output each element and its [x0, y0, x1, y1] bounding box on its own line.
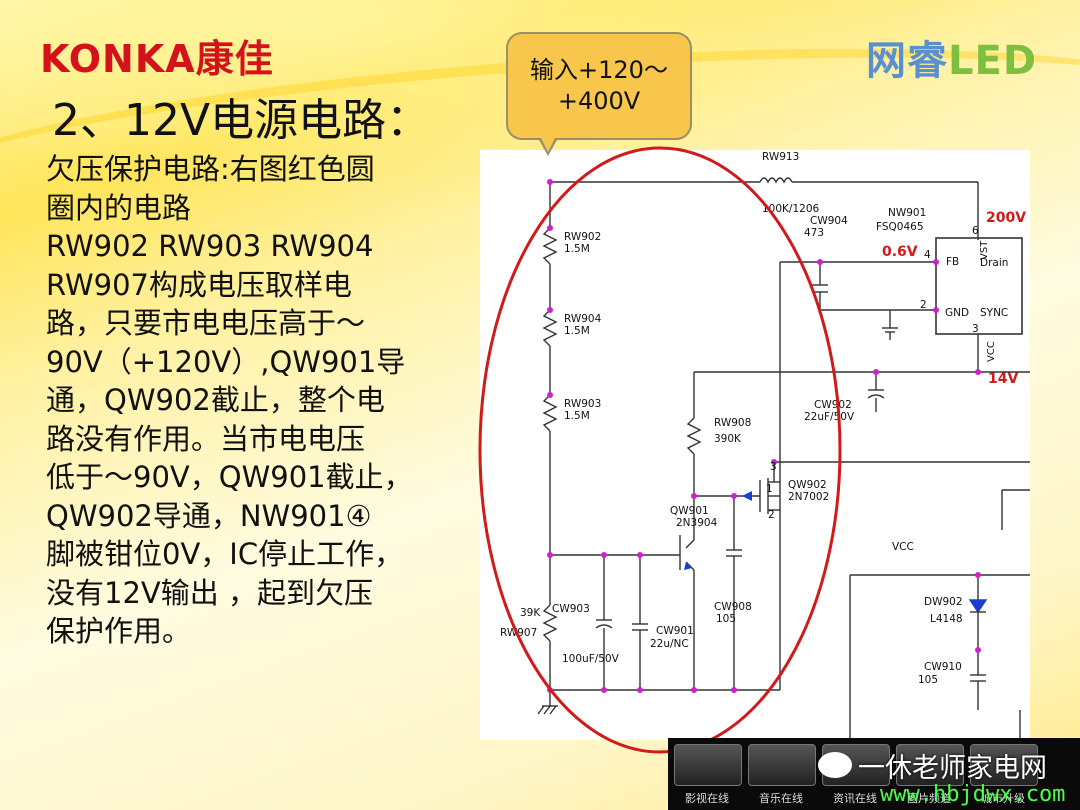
- label-sync: SYNC: [980, 307, 1008, 319]
- label-cw902-value: 22uF/50V: [804, 411, 855, 423]
- tile-label: 影视在线: [685, 792, 729, 805]
- label-gnd: GND: [945, 307, 969, 319]
- label-nw901: NW901: [888, 207, 926, 219]
- label-cw908: CW908: [714, 601, 752, 613]
- body-line: 路，只要市电电压高于～: [46, 306, 366, 340]
- slide-body: 欠压保护电路:右图红色圆 圈内的电路 RW902 RW903 RW904 RW9…: [46, 150, 476, 651]
- wangrui-led-logo: 网睿LED: [866, 38, 1038, 84]
- label-cw902: CW902: [814, 399, 852, 411]
- label-pin2: 2: [920, 299, 927, 311]
- label-node-2: 2: [768, 509, 775, 521]
- label-rw903-value: 1.5M: [564, 410, 590, 422]
- watermark-text: 一休老师家电网: [858, 753, 1047, 784]
- label-cw910-value: 105: [918, 674, 938, 686]
- body-line: 保护作用。: [46, 614, 192, 648]
- label-rw904: RW904: [564, 313, 602, 325]
- body-line: 欠压保护电路:右图红色圆: [46, 152, 375, 186]
- body-line: 90V（+120V）,QW901导: [46, 344, 406, 379]
- label-cw903-value: 100uF/50V: [562, 653, 620, 665]
- city-icon[interactable]: [970, 744, 1038, 786]
- label-cw904: CW904: [810, 215, 848, 227]
- label-14v: 14V: [988, 371, 1018, 387]
- label-rw902-value: 1.5M: [564, 243, 590, 255]
- label-vcc: VCC: [892, 541, 914, 553]
- body-line: 没有12V输出 ，起到欠压: [46, 575, 373, 610]
- label-rw913: RW913: [762, 151, 799, 163]
- tile-label: 资讯在线: [833, 792, 877, 805]
- tile-label: 音乐在线: [759, 792, 803, 805]
- body-line: RW902 RW903 RW904: [46, 229, 374, 263]
- label-fb: FB: [946, 256, 959, 268]
- body-line: RW907构成电压取样电: [46, 267, 353, 302]
- body-line: QW902导通，NW901④: [46, 498, 372, 533]
- watermark-url: www.hbjdwx.com: [880, 782, 1066, 807]
- label-rw913-value: 100K/1206: [762, 203, 820, 215]
- label-pin4: 4: [924, 249, 931, 261]
- label-node-1: 1: [766, 483, 773, 495]
- label-rw907-value: 39K: [520, 607, 541, 619]
- label-qw901-part: 2N3904: [676, 517, 718, 529]
- schematic-panel: RW913 100K/1206 CW904 473 NW901 FSQ0465 …: [480, 150, 1030, 740]
- slide-title: 2、12V电源电路：: [52, 95, 431, 146]
- callout-line: 输入+120～: [530, 56, 668, 84]
- label-dw902: DW902: [924, 596, 963, 608]
- label-node-3: 3: [770, 461, 777, 473]
- schematic-diagram: RW913 100K/1206 CW904 473 NW901 FSQ0465 …: [500, 151, 1030, 740]
- label-rw908-value: 390K: [714, 433, 742, 445]
- label-rw904-value: 1.5M: [564, 325, 590, 337]
- callout-pointer: [538, 136, 558, 156]
- body-line: 圈内的电路: [46, 190, 192, 225]
- label-cw903: CW903: [552, 603, 590, 615]
- label-vst: VST: [979, 240, 990, 260]
- tile-label: 图片频道: [907, 792, 951, 805]
- label-cw908-value: 105: [716, 613, 736, 625]
- wechat-icon: [818, 752, 852, 778]
- label-rw907: RW907: [500, 627, 537, 639]
- footer-media-bar: 影视在线 音乐在线 资讯在线 图片频道 城市升级: [668, 738, 1080, 810]
- film-icon[interactable]: [674, 744, 742, 786]
- label-0-6v: 0.6V: [882, 244, 918, 260]
- label-rw908: RW908: [714, 417, 751, 429]
- label-drain: Drain: [980, 257, 1008, 269]
- tile-label: 城市升级: [981, 792, 1025, 805]
- label-nw901-part: FSQ0465: [876, 221, 924, 233]
- body-line: 通，QW902截止，整个电: [46, 383, 385, 417]
- label-200v: 200V: [986, 210, 1026, 226]
- label-cw910: CW910: [924, 661, 962, 673]
- red-highlight-circle: [478, 146, 842, 754]
- label-vcc-pin: VCC: [986, 341, 997, 362]
- label-pin6: 6: [972, 225, 979, 237]
- label-cw901: CW901: [656, 625, 694, 637]
- konka-logo: KONKA康佳: [40, 37, 274, 81]
- music-icon[interactable]: [748, 744, 816, 786]
- body-line: 路没有作用。当市电电压: [46, 421, 366, 456]
- label-cw904-value: 473: [804, 227, 824, 239]
- label-qw902: QW902: [788, 479, 827, 491]
- label-rw902: RW902: [564, 231, 601, 243]
- callout-line: +400V: [557, 87, 641, 115]
- label-qw901: QW901: [670, 505, 709, 517]
- input-voltage-callout: 输入+120～ +400V: [506, 32, 692, 140]
- label-pin3: 3: [972, 323, 979, 335]
- label-dw902-part: L4148: [930, 613, 963, 625]
- label-qw902-part: 2N7002: [788, 491, 829, 503]
- picture-icon[interactable]: [896, 744, 964, 786]
- body-line: 低于～90V，QW901截止，: [46, 460, 413, 494]
- label-rw903: RW903: [564, 398, 601, 410]
- label-cw901-value: 22u/NC: [650, 638, 689, 650]
- body-line: 脚被钳位0V，IC停止工作，: [46, 537, 404, 571]
